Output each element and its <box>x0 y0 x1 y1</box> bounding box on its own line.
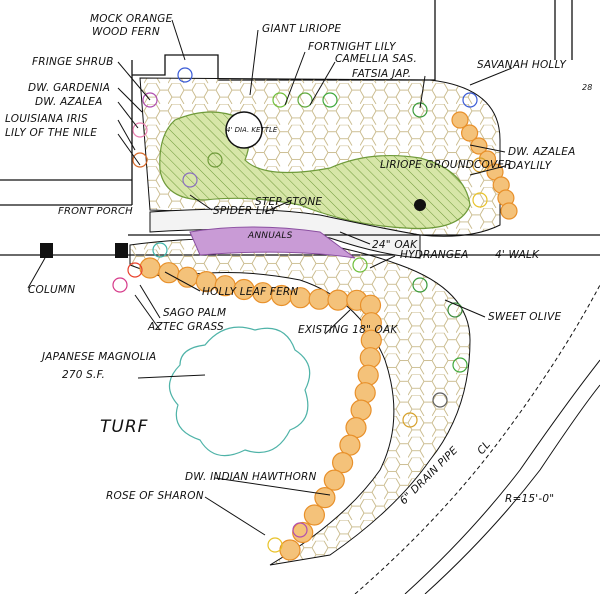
paver-circle <box>357 364 379 386</box>
paver-circle <box>303 504 325 526</box>
plant-symbol <box>267 537 283 553</box>
label-radius: R=15'-0" <box>505 493 554 505</box>
paver-circle <box>354 382 376 404</box>
label-front-porch: FRONT PORCH <box>58 206 133 217</box>
plant-symbol <box>412 102 428 118</box>
paver-circle <box>314 487 336 509</box>
paver-circle <box>139 257 161 279</box>
paver-ring <box>139 111 518 561</box>
paver-circle <box>158 262 180 284</box>
column-left <box>40 243 53 258</box>
japanese-magnolia-canopy <box>168 326 311 457</box>
paver-circle <box>323 469 345 491</box>
label-liriope-groundcover-text: LIRIOPE GROUNDCOVER <box>380 159 512 171</box>
label-column: COLUMN <box>28 284 75 296</box>
label-savanah-holly: SAVANAH HOLLY <box>477 59 568 71</box>
drain-pipe <box>354 284 600 594</box>
label-dw-gardenia: DW. GARDENIA <box>28 82 110 94</box>
plant-symbol <box>132 122 148 138</box>
label-walk: 4' WALK <box>495 249 540 261</box>
label-giant-liriope: GIANT LIRIOPE <box>262 23 341 35</box>
column-right <box>115 243 128 258</box>
label-dw-azalea-right: DW. AZALEA <box>508 146 576 158</box>
plant-symbol <box>112 277 128 293</box>
label-wood-fern: WOOD FERN <box>92 26 160 38</box>
plant-symbol <box>432 392 448 408</box>
label-louisiana-iris: LOUISIANA IRIS <box>5 113 88 125</box>
plant-symbol <box>462 92 478 108</box>
label-corner-mark: 28 <box>582 83 593 92</box>
label-sweet-olive: SWEET OLIVE <box>488 311 561 323</box>
paver-circle <box>279 539 301 561</box>
label-sago-palm: SAGO PALM <box>163 307 226 319</box>
paver-circle <box>461 124 479 142</box>
curb-line-2 <box>424 384 600 594</box>
plant-symbol <box>412 277 428 293</box>
plant-symbol <box>352 257 368 273</box>
plant-symbol <box>182 172 198 188</box>
plant-symbol <box>322 92 338 108</box>
plant-symbol <box>177 67 193 83</box>
paver-circle <box>470 137 488 155</box>
label-holly-leaf-fern: HOLLY LEAF FERN <box>202 286 298 298</box>
paver-circle <box>500 202 518 220</box>
oak-24-symbol <box>414 199 426 211</box>
kettle-label: 4' DIA. KETTLE <box>226 126 278 134</box>
label-centerline: CL <box>475 439 493 457</box>
plant-symbol <box>297 92 313 108</box>
paver-circle <box>359 347 381 369</box>
plant-symbol <box>447 302 463 318</box>
leader-lines <box>27 19 513 536</box>
label-existing-oak: EXISTING 18" OAK <box>298 324 398 336</box>
paver-circle <box>478 150 497 168</box>
plant-symbol <box>142 92 158 108</box>
label-dw-indian-hawthorn: DW. INDIAN HAWTHORN <box>185 471 317 483</box>
paver-circle <box>350 399 372 421</box>
label-daylily: DAYLILY <box>508 160 553 172</box>
label-step-stone: STEP STONE <box>255 196 322 208</box>
annuals-bed <box>189 226 356 259</box>
plant-symbol <box>402 412 418 428</box>
label-japanese-magnolia: JAPANESE MAGNOLIA <box>40 351 156 363</box>
paver-circle <box>451 111 469 129</box>
label-fortnight-lily: FORTNIGHT LILY <box>308 41 397 53</box>
plant-symbol <box>132 152 148 168</box>
label-fatsia: FATSIA JAP. <box>352 68 411 80</box>
paver-circle <box>327 289 349 311</box>
label-hydrangea: HYDRANGEA <box>400 249 468 261</box>
annuals-label: ANNUALS <box>247 231 293 241</box>
label-oak-24: 24" OAK <box>372 239 418 251</box>
plant-symbol <box>207 152 223 168</box>
plant-symbol <box>472 192 488 208</box>
label-mock-orange: MOCK ORANGE <box>90 13 173 25</box>
label-area: 270 S.F. <box>62 369 105 381</box>
label-turf: TURF <box>100 417 148 437</box>
paver-circle <box>332 452 354 474</box>
paver-circle <box>292 521 314 544</box>
paver-circle <box>308 288 330 310</box>
curb-line <box>404 359 600 594</box>
label-spider-lily: SPIDER LILY <box>213 205 278 217</box>
label-dw-azalea-left: DW. AZALEA <box>35 96 103 108</box>
plant-symbol <box>292 522 308 538</box>
plant-symbol <box>452 357 468 373</box>
label-liriope-groundcover: LIRIOPE GROUNDCOVER <box>380 159 512 171</box>
label-camellia: CAMELLIA SAS. <box>335 53 417 65</box>
label-rose-of-sharon: ROSE OF SHARON <box>106 490 204 502</box>
plant-symbol <box>152 242 168 258</box>
label-aztec-grass: AZTEC GRASS <box>147 321 224 333</box>
plant-symbol <box>127 262 143 278</box>
plant-symbols <box>112 67 488 553</box>
label-lily-of-the-nile: LILY OF THE NILE <box>5 127 97 139</box>
kettle <box>225 111 263 149</box>
label-fringe-shrub: FRINGE SHRUB <box>32 56 114 68</box>
